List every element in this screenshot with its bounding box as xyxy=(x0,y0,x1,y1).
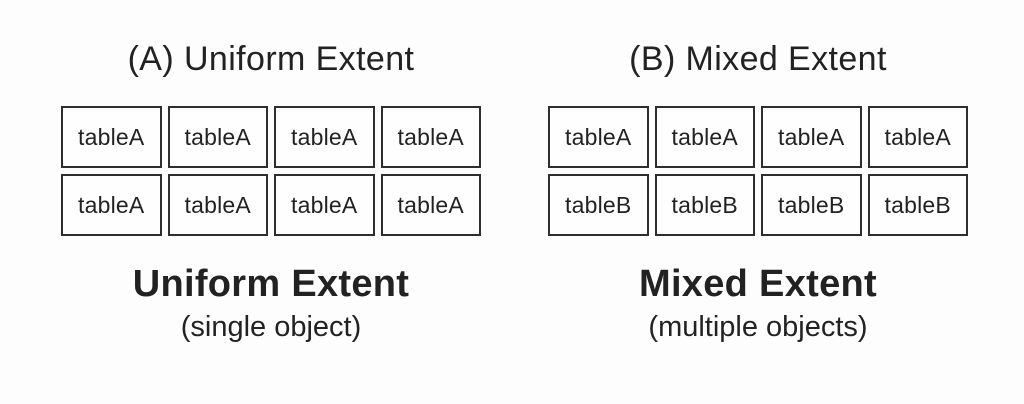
extent-box: tableA xyxy=(761,106,862,168)
box-label: tableA xyxy=(184,191,251,218)
extent-box: tableA xyxy=(274,106,375,168)
panel-uniform-extent: (A) Uniform Extent tableA tableA tableA … xyxy=(61,0,481,346)
box-label: tableA xyxy=(291,123,358,150)
box-label: tableA xyxy=(291,191,358,218)
box-label: tableB xyxy=(565,191,632,218)
panel-a-title: (A) Uniform Extent xyxy=(127,40,415,78)
extent-box: tableB xyxy=(867,174,968,236)
box-label: tableB xyxy=(671,191,738,218)
box-label: tableA xyxy=(884,123,951,150)
panel-a-extent-grid: tableA tableA tableA tableA tableA table… xyxy=(61,106,481,236)
extent-box: tableB xyxy=(761,174,862,236)
box-label: tableA xyxy=(397,123,464,150)
extent-box: tableB xyxy=(548,174,649,236)
extent-box: tableA xyxy=(61,174,162,236)
box-label: tableB xyxy=(884,191,951,218)
extent-box: tableA xyxy=(167,174,268,236)
panel-a-subcaption: (single object) xyxy=(180,311,362,343)
box-label: tableA xyxy=(78,123,145,150)
extent-box: tableA xyxy=(274,174,375,236)
extent-box: tableA xyxy=(548,106,649,168)
panel-b-subcaption: (multiple objects) xyxy=(648,311,868,343)
box-label: tableA xyxy=(778,123,845,150)
extent-box: tableA xyxy=(867,106,968,168)
panel-b-extent-grid: tableA tableA tableA tableA tableB table… xyxy=(548,106,968,236)
panel-mixed-extent: (B) Mixed Extent tableA tableA tableA ta… xyxy=(548,0,968,346)
extent-comparison-figure: (A) Uniform Extent tableA tableA tableA … xyxy=(61,0,968,346)
box-label: tableA xyxy=(565,123,632,150)
extent-box: tableA xyxy=(380,174,481,236)
panel-a-caption: Uniform Extent xyxy=(132,263,410,305)
panel-b-caption: Mixed Extent xyxy=(639,263,877,305)
extent-box: tableA xyxy=(61,106,162,168)
panel-b-title: (B) Mixed Extent xyxy=(629,40,887,78)
box-label: tableB xyxy=(778,191,845,218)
extent-box: tableA xyxy=(167,106,268,168)
box-label: tableA xyxy=(397,191,464,218)
box-label: tableA xyxy=(671,123,738,150)
box-label: tableA xyxy=(184,123,251,150)
extent-box: tableB xyxy=(654,174,755,236)
box-label: tableA xyxy=(78,191,145,218)
extent-box: tableA xyxy=(654,106,755,168)
extent-box: tableA xyxy=(380,106,481,168)
